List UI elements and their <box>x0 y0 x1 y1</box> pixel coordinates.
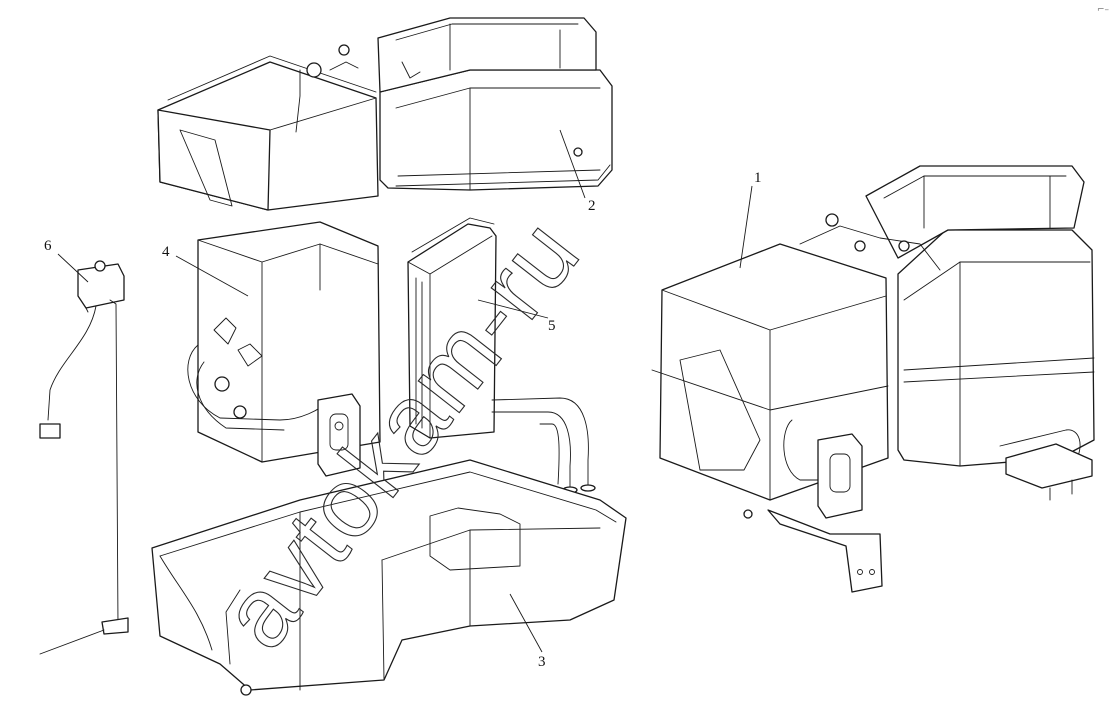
part-6-temperature-sensor <box>39 260 129 655</box>
leader-3 <box>509 593 543 653</box>
part-2-upper-housing <box>157 17 613 211</box>
leader-5 <box>477 299 549 319</box>
callout-5: 5 <box>548 318 556 334</box>
leader-1 <box>739 185 753 269</box>
callout-6: 6 <box>44 238 52 254</box>
callout-1: 1 <box>754 170 762 186</box>
leader-lines <box>57 129 753 653</box>
part-3-lower-housing <box>151 459 627 696</box>
part-5-evaporator <box>407 217 596 494</box>
leader-2 <box>559 129 586 199</box>
part-4-heater-core <box>187 221 381 477</box>
callout-3: 3 <box>538 654 546 670</box>
corner-mark: ⌐– <box>1097 5 1110 15</box>
callout-labels: 1 2 3 4 5 6 <box>44 170 762 670</box>
leader-4 <box>175 255 249 297</box>
callout-2: 2 <box>588 198 596 214</box>
callout-4: 4 <box>162 244 170 260</box>
part-1-assembled-unit <box>651 165 1095 593</box>
leader-6 <box>57 253 89 283</box>
